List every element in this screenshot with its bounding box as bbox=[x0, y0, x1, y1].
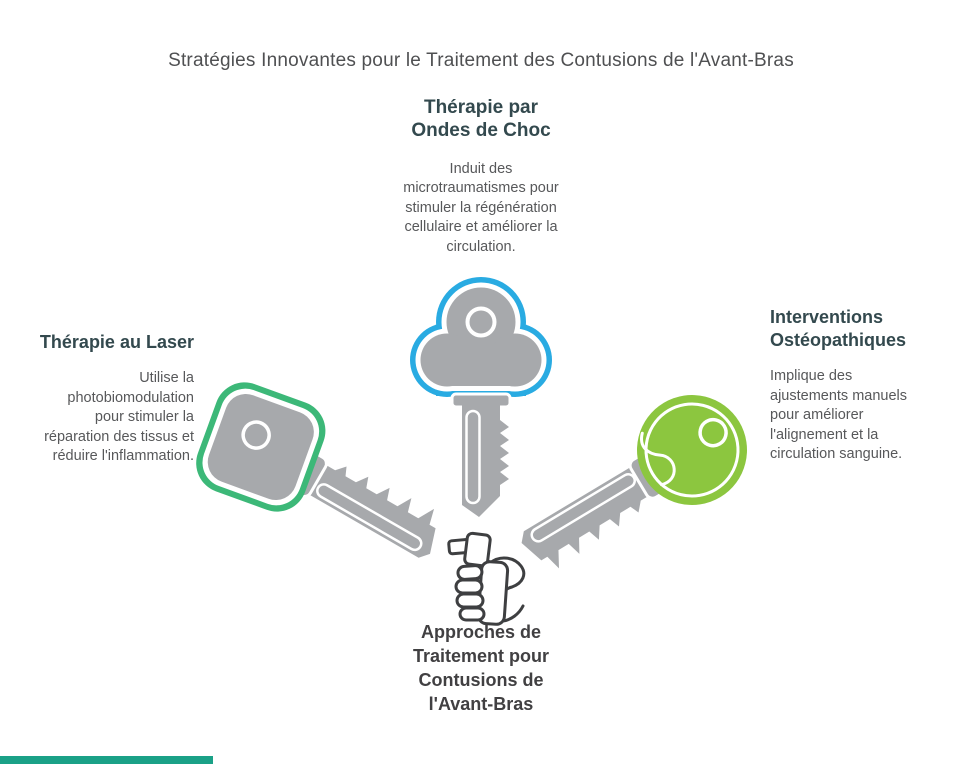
laser-description: Utilise la photobiomodulation pour stimu… bbox=[44, 370, 194, 465]
shockwave-description: Induit des microtraumatismes pour stimul… bbox=[403, 160, 559, 255]
osteopathy-heading: Interventions Ostéopathiques bbox=[770, 307, 907, 351]
osteopathy-description: Implique des ajustements manuels pour am… bbox=[770, 368, 908, 463]
section-shockwave: Thérapie par Ondes de Choc Induit des mi… bbox=[370, 97, 592, 257]
shockwave-key-icon bbox=[410, 277, 552, 517]
laser-heading: Thérapie au Laser bbox=[39, 332, 194, 352]
center-heading: Approches de Traitement pour Contusions … bbox=[412, 622, 550, 714]
section-osteopathy: Interventions Ostéopathiques Implique de… bbox=[770, 306, 942, 465]
osteopathy-key-icon bbox=[521, 395, 747, 569]
hand-holding-key-icon bbox=[447, 531, 526, 626]
section-laser: Thérapie au Laser Utilise la photobiomod… bbox=[24, 331, 194, 467]
section-center: Approches de Traitement pour Contusions … bbox=[361, 620, 601, 716]
laser-key-icon bbox=[196, 382, 436, 558]
shockwave-heading: Thérapie par Ondes de Choc bbox=[411, 97, 551, 141]
progress-bar[interactable] bbox=[0, 756, 213, 764]
page-title: Stratégies Innovantes pour le Traitement… bbox=[168, 50, 794, 71]
